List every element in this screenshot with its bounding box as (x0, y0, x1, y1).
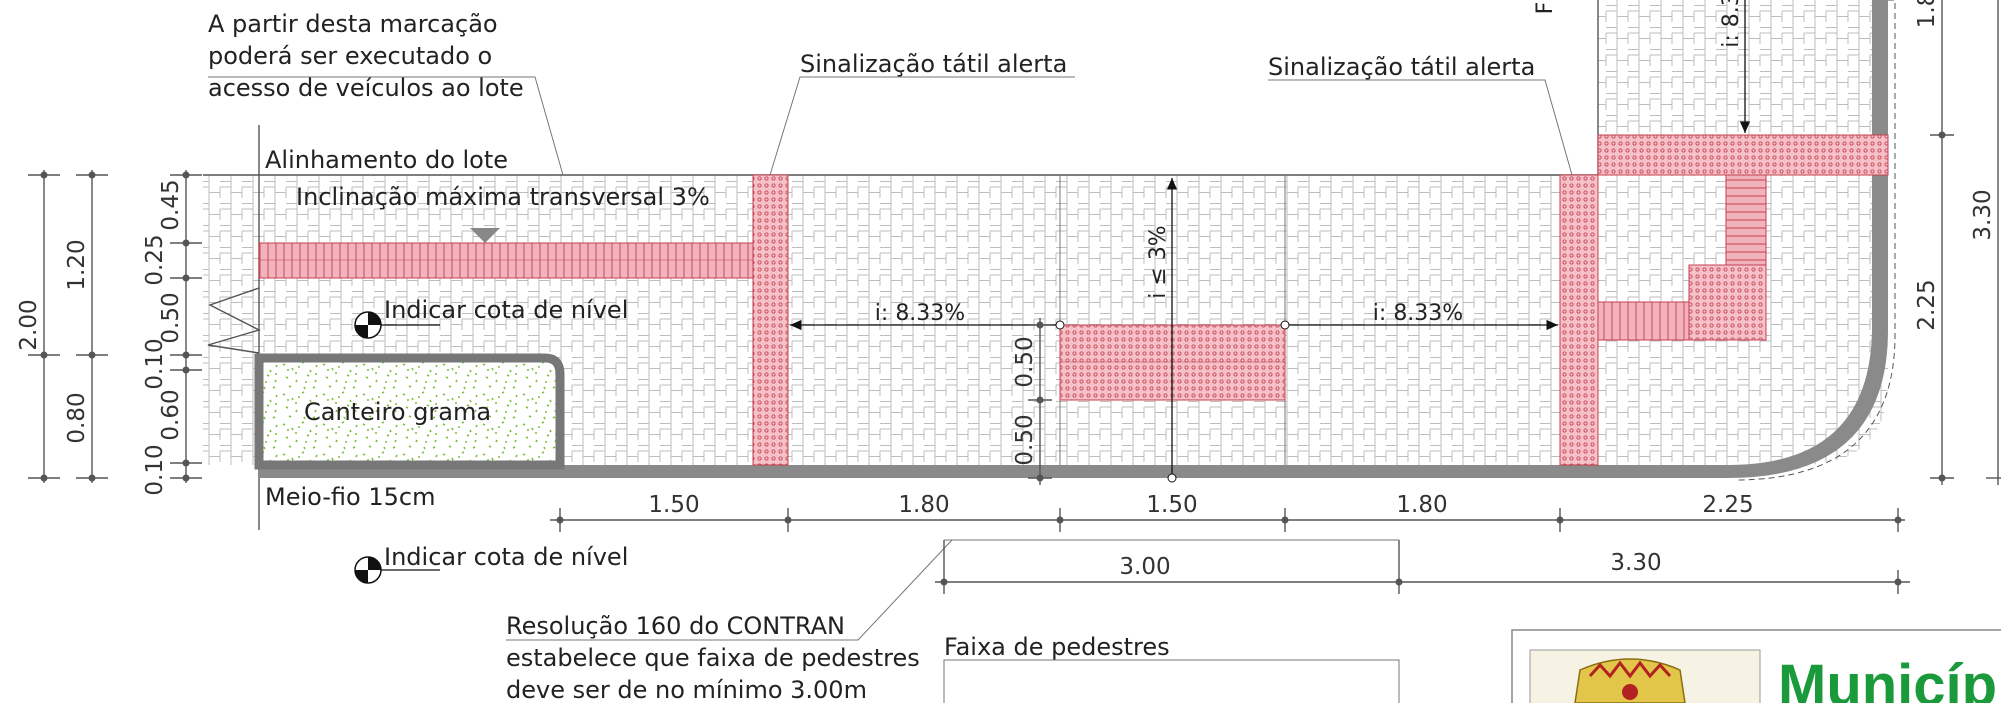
left-dimension-lines (28, 170, 202, 483)
dim-center-2: 0.50 (1012, 414, 1038, 465)
slope-label-center: i ≤ 3% (1146, 225, 1171, 298)
dim-bottom-4: 1.80 (1396, 492, 1447, 518)
title-block-heading: Municíp (1778, 653, 1997, 703)
grass-bed (254, 353, 565, 470)
access-note: A partir desta marcação poderá ser execu… (208, 10, 524, 102)
lot-alignment-label: Alinhamento do lote (265, 146, 508, 174)
level-mark-label-2: Indicar cota de nível (384, 543, 628, 571)
dim-bottom-right: 3.30 (1610, 550, 1661, 576)
tactile-label-right: Sinalização tátil alerta (1268, 53, 1535, 81)
tactile-right-leader (1268, 79, 1573, 176)
level-mark-icon-2 (354, 556, 440, 584)
dim-left-050: 0.50 (158, 292, 184, 343)
crosswalk-box (943, 659, 1400, 703)
dim-right-1: 2.25 (1914, 279, 1940, 330)
dim-left-025: 0.25 (142, 234, 168, 285)
partial-top-letter: F (1533, 2, 1558, 15)
dim-bottom-1: 1.50 (648, 492, 699, 518)
dim-bottom-2: 1.80 (898, 492, 949, 518)
center-dimension-lines (1028, 318, 1052, 485)
tactile-warning-strip-left (752, 174, 789, 466)
tactile-warning-top (1597, 134, 1889, 176)
dim-left-010b: 0.10 (142, 444, 168, 495)
slope-label-right: i: 8.33% (1373, 301, 1463, 326)
slope-label-top: i: 8.3 (1719, 0, 1744, 48)
dim-right-2: 3.30 (1970, 189, 1996, 240)
curb-label: Meio-fio 15cm (265, 483, 435, 511)
dim-left-010a: 0.10 (142, 338, 168, 389)
tactile-warning-strip-right (1559, 174, 1599, 466)
level-mark-icon (354, 311, 440, 339)
dim-bottom-5: 2.25 (1702, 492, 1753, 518)
tactile-label-left: Sinalização tátil alerta (800, 50, 1067, 78)
dim-center-1: 0.50 (1012, 336, 1038, 387)
dim-bottom-crosswalk: 3.00 (1119, 554, 1170, 580)
dim-left-total: 2.00 (16, 299, 42, 350)
level-mark-label-1: Indicar cota de nível (384, 296, 628, 324)
tactile-left-leader (769, 76, 1075, 176)
slope-label-left: i: 8.33% (875, 301, 965, 326)
grass-bed-label: Canteiro grama (304, 398, 491, 426)
dim-left-lower: 0.80 (64, 392, 90, 443)
slope-marker-icon (470, 228, 500, 243)
right-dimension-lines (1930, 0, 2001, 485)
dim-bottom-3: 1.50 (1146, 492, 1197, 518)
dim-left-045: 0.45 (158, 179, 184, 230)
contran-leader (506, 539, 953, 641)
access-note-leader (208, 76, 564, 176)
slope-arrows (790, 0, 1751, 483)
dim-left-upper: 1.20 (64, 239, 90, 290)
dim-right-3: 1.8 (1914, 0, 1940, 28)
crosswalk-label: Faixa de pedestres (944, 633, 1170, 661)
municipal-crest-icon (1574, 658, 1686, 703)
max-slope-label: Inclinação máxima transversal 3% (296, 183, 710, 211)
contran-note: Resolução 160 do CONTRAN estabelece que … (506, 612, 927, 703)
tactile-directional-strip (258, 242, 754, 279)
bottom-dimension-lines (550, 508, 1910, 594)
dim-left-060: 0.60 (158, 389, 184, 440)
tactile-directional-right (1597, 174, 1767, 341)
